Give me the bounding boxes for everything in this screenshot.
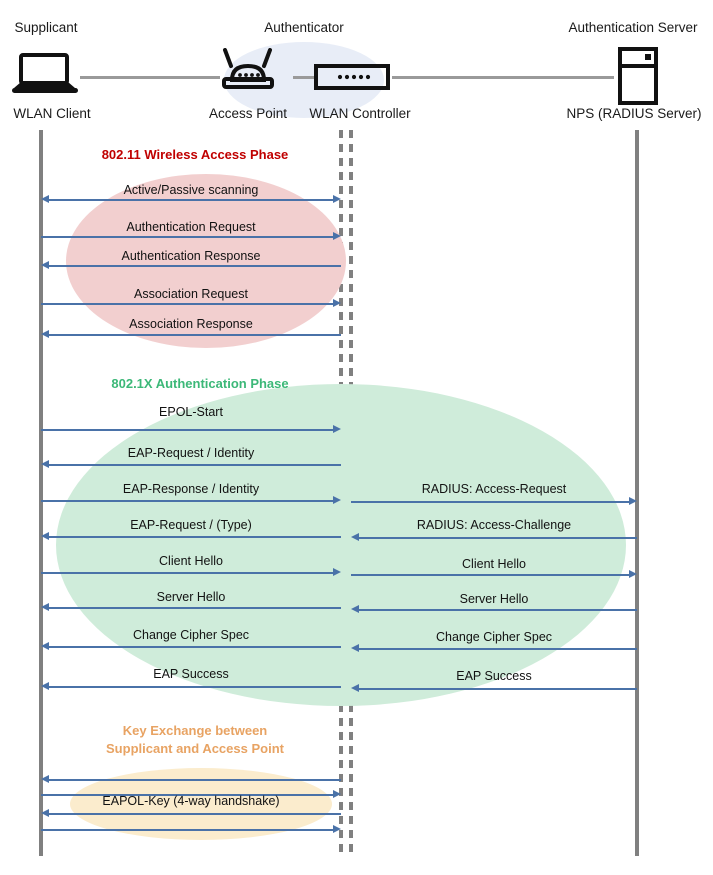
message-label-authentication-request: Authentication Request xyxy=(126,220,256,234)
phase-title-key-exchange-line2: Supplicant and Access Point xyxy=(106,741,284,756)
arrowhead-right-active-passive-scanning xyxy=(333,195,341,204)
message-label-radius-access-request: RADIUS: Access-Request xyxy=(421,482,567,496)
server-rack-icon xyxy=(618,47,658,110)
message-label-eapol-key-4way-handshake: EAPOL-Key (4-way handshake) xyxy=(102,794,280,808)
message-arrow-radius-access-challenge xyxy=(357,537,637,539)
wlan-controller-icon xyxy=(314,64,390,95)
arrowhead-left-association-response xyxy=(41,330,49,339)
message-label-association-request: Association Request xyxy=(134,287,248,301)
arrowhead-left-eap-success-right xyxy=(351,684,359,693)
message-label-active-passive-scanning: Active/Passive scanning xyxy=(123,183,259,197)
message-label-radius-access-challenge: RADIUS: Access-Challenge xyxy=(416,518,572,532)
arrowhead-left-server-hello-right xyxy=(351,605,359,614)
message-arrow-change-cipher-spec-left xyxy=(47,646,341,648)
arrowhead-left-eapol-key-1 xyxy=(41,775,49,784)
device-label-access-point: Access Point xyxy=(208,106,288,121)
message-label-eap-success-left: EAP Success xyxy=(153,667,229,681)
message-arrow-eap-success-left xyxy=(47,686,341,688)
link-ap-to-controller xyxy=(293,76,314,79)
message-label-server-hello-right: Server Hello xyxy=(459,592,529,606)
device-label-wlan-client: WLAN Client xyxy=(13,106,91,121)
message-label-eapol-start: EPOL-Start xyxy=(159,405,223,419)
wireless-access-point-icon xyxy=(218,48,278,97)
message-arrow-client-hello-left xyxy=(41,572,333,574)
link-controller-to-server xyxy=(392,76,614,79)
message-arrow-eapol-key-2 xyxy=(41,794,333,796)
arrowhead-left-eapol-key-3 xyxy=(41,809,49,818)
arrowhead-left-eap-success-left xyxy=(41,682,49,691)
message-arrow-eap-success-right xyxy=(357,688,637,690)
message-label-eap-success-right: EAP Success xyxy=(456,669,532,683)
message-label-change-cipher-spec-right: Change Cipher Spec xyxy=(435,630,553,644)
phase-ellipse-dot1x-auth xyxy=(56,384,626,706)
lifeline-supplicant xyxy=(39,130,43,856)
message-label-authentication-response: Authentication Response xyxy=(121,249,261,263)
message-label-eap-request-identity: EAP-Request / Identity xyxy=(127,446,255,460)
lifeline-auth-server xyxy=(635,130,639,856)
message-label-client-hello-right: Client Hello xyxy=(462,557,526,571)
arrowhead-right-client-hello-right xyxy=(629,570,637,579)
message-arrow-change-cipher-spec-right xyxy=(357,648,637,650)
message-label-eap-response-identity: EAP-Response / Identity xyxy=(122,482,260,496)
device-label-nps-radius-server: NPS (RADIUS Server) xyxy=(566,106,702,121)
message-arrow-eapol-key-1 xyxy=(47,779,341,781)
message-arrow-eap-response-identity xyxy=(41,500,333,502)
message-label-server-hello-left: Server Hello xyxy=(156,590,226,604)
arrowhead-left-radius-access-challenge xyxy=(351,533,359,542)
phase-ellipse-wireless-access xyxy=(66,174,346,348)
arrowhead-right-client-hello-left xyxy=(333,568,341,577)
arrowhead-right-eapol-start xyxy=(333,425,341,434)
arrowhead-left-eap-request-type xyxy=(41,532,49,541)
message-arrow-eap-request-type xyxy=(47,536,341,538)
message-arrow-eapol-start xyxy=(41,429,333,431)
role-title-authenticator: Authenticator xyxy=(264,20,344,35)
arrowhead-right-authentication-request xyxy=(333,232,341,241)
message-arrow-server-hello-left xyxy=(47,607,341,609)
message-arrow-eapol-key-3 xyxy=(47,813,341,815)
message-label-eap-request-type: EAP-Request / (Type) xyxy=(130,518,252,532)
message-arrow-association-request xyxy=(41,303,333,305)
arrowhead-right-radius-access-request xyxy=(629,497,637,506)
arrowhead-left-active-passive-scanning xyxy=(41,195,49,204)
message-arrow-client-hello-right xyxy=(351,574,629,576)
message-arrow-authentication-response xyxy=(47,265,341,267)
arrowhead-left-server-hello-left xyxy=(41,603,49,612)
phase-title-key-exchange-line1: Key Exchange between xyxy=(122,723,268,738)
message-arrow-active-passive-scanning xyxy=(47,199,333,201)
role-title-supplicant: Supplicant xyxy=(14,20,78,35)
message-arrow-association-response xyxy=(47,334,341,336)
arrowhead-left-eap-request-identity xyxy=(41,460,49,469)
link-client-to-ap xyxy=(80,76,220,79)
phase-title-wireless-access: 802.11 Wireless Access Phase xyxy=(101,147,289,162)
arrowhead-right-association-request xyxy=(333,299,341,308)
message-arrow-eapol-key-4 xyxy=(41,829,333,831)
arrowhead-left-authentication-response xyxy=(41,261,49,270)
arrowhead-right-eapol-key-2 xyxy=(333,790,341,799)
message-arrow-eap-request-identity xyxy=(47,464,341,466)
laptop-icon xyxy=(12,52,78,101)
arrowhead-left-change-cipher-spec-right xyxy=(351,644,359,653)
message-label-association-response: Association Response xyxy=(129,317,253,331)
arrowhead-right-eapol-key-4 xyxy=(333,825,341,834)
message-arrow-server-hello-right xyxy=(357,609,637,611)
arrowhead-left-change-cipher-spec-left xyxy=(41,642,49,651)
arrowhead-right-eap-response-identity xyxy=(333,496,341,505)
message-arrow-authentication-request xyxy=(41,236,333,238)
message-label-client-hello-left: Client Hello xyxy=(159,554,223,568)
message-arrow-radius-access-request xyxy=(351,501,629,503)
role-title-auth-server: Authentication Server xyxy=(568,20,698,35)
device-label-wlan-controller: WLAN Controller xyxy=(309,106,411,121)
phase-title-dot1x-auth: 802.1X Authentication Phase xyxy=(111,376,289,391)
message-label-change-cipher-spec-left: Change Cipher Spec xyxy=(132,628,250,642)
